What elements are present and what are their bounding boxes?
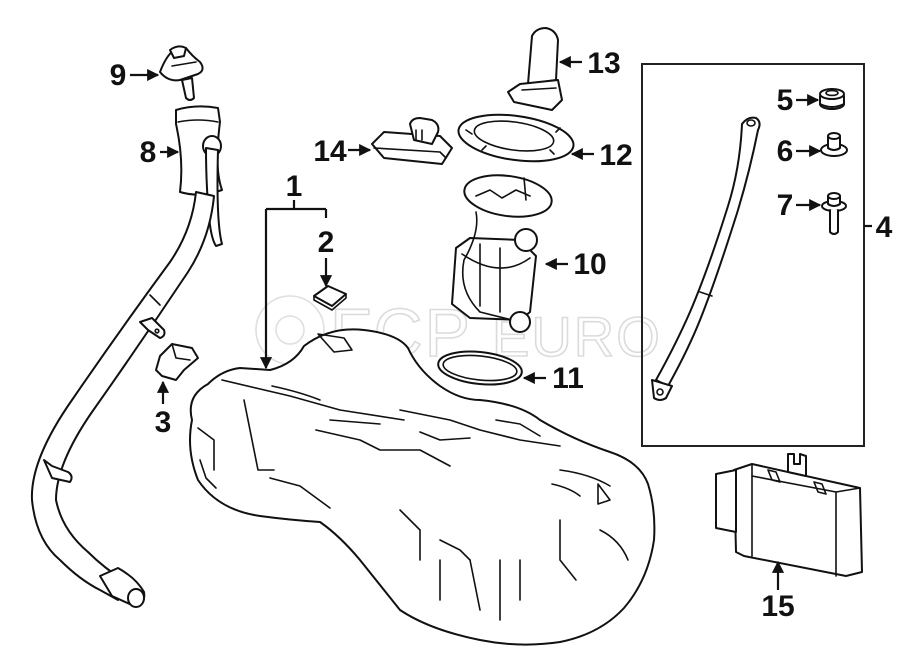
callout-label-6: 6 — [777, 135, 794, 168]
callout-1: 1 — [259, 170, 328, 370]
callout-label-4: 4 — [876, 211, 893, 244]
callout-12: 12 — [570, 139, 633, 172]
part-fuel-tank[interactable] — [189, 328, 656, 646]
part-fuel-cap[interactable] — [159, 45, 204, 101]
part-fuel-pump-module[interactable] — [451, 170, 554, 333]
callout-label-15: 15 — [761, 590, 794, 623]
part-heat-shield-bracket[interactable] — [155, 343, 199, 381]
callout-6: 6 — [777, 135, 822, 168]
part-tank-pad[interactable] — [313, 285, 347, 311]
part-grommet[interactable] — [819, 88, 845, 110]
watermark-logo-inner-icon — [275, 315, 305, 345]
callout-label-1: 1 — [286, 170, 303, 203]
callout-label-5: 5 — [777, 84, 794, 117]
callout-15: 15 — [761, 560, 795, 623]
callout-label-8: 8 — [140, 136, 157, 169]
part-tank-strap[interactable] — [651, 116, 761, 401]
callout-14: 14 — [313, 135, 372, 168]
group-box-tank-strap — [641, 63, 865, 447]
part-filler-neck[interactable] — [30, 105, 223, 608]
callout-13: 13 — [558, 47, 621, 80]
callout-10: 10 — [544, 248, 607, 281]
part-bolt[interactable] — [821, 192, 847, 235]
callout-label-3: 3 — [155, 406, 172, 439]
callout-label-2: 2 — [318, 226, 335, 259]
part-pump-control-unit[interactable] — [715, 453, 863, 577]
callout-9: 9 — [110, 59, 160, 92]
part-control-module[interactable] — [371, 117, 453, 165]
callout-label-13: 13 — [587, 47, 620, 80]
callout-label-10: 10 — [573, 248, 606, 281]
part-lock-ring[interactable] — [456, 108, 577, 168]
callout-5: 5 — [777, 84, 820, 117]
callout-label-11: 11 — [552, 362, 584, 395]
callout-2: 2 — [318, 226, 335, 288]
callout-label-12: 12 — [599, 139, 632, 172]
callout-label-7: 7 — [777, 189, 794, 222]
part-connector-cover[interactable] — [507, 27, 563, 111]
callout-label-9: 9 — [110, 59, 127, 92]
callout-3: 3 — [155, 380, 172, 439]
part-o-ring[interactable] — [437, 348, 524, 389]
callout-7: 7 — [777, 189, 822, 222]
callout-8: 8 — [140, 136, 180, 169]
callout-label-14: 14 — [313, 135, 347, 168]
callout-4: 4 — [864, 211, 893, 244]
part-nut[interactable] — [820, 132, 848, 157]
callout-11: 11 — [522, 362, 584, 395]
